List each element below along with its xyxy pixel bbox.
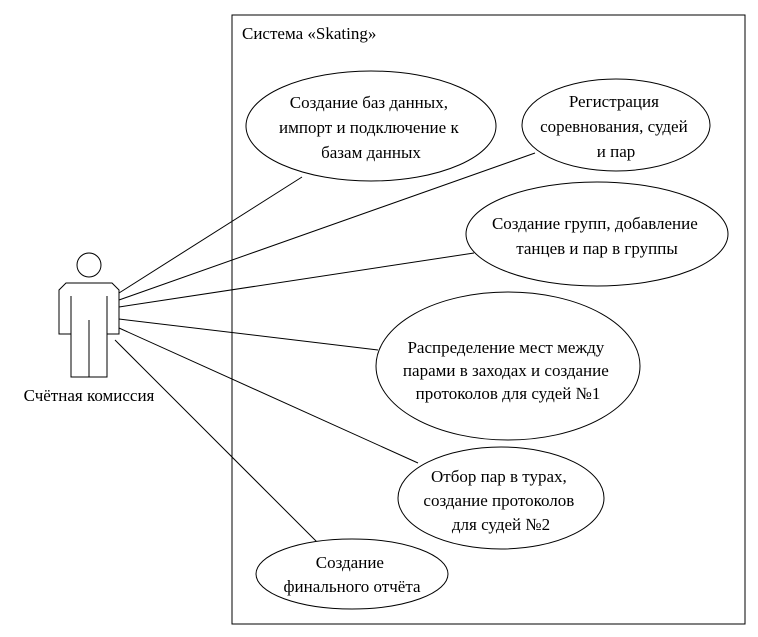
use-case-label-line: финального отчёта — [283, 577, 420, 596]
use-case-places: Распределение мест между парами в захода… — [375, 291, 641, 441]
use-case-databases: Создание баз данных, импорт и подключени… — [245, 70, 497, 182]
use-case-label: Распределение мест между парами в захода… — [403, 338, 613, 403]
use-case-groups: Создание групп, добавление танцев и пар … — [465, 181, 729, 287]
use-case-ellipse — [397, 446, 605, 550]
use-case-ellipse — [255, 538, 449, 610]
use-case-label-line: базам данных — [321, 143, 421, 162]
use-case-label-line: Создание — [316, 553, 384, 572]
use-case-label-line: создание протоколов — [423, 491, 574, 510]
use-case-label: Создание финального отчёта — [283, 553, 420, 596]
use-case-ellipse — [521, 78, 711, 172]
use-case-label-line: Регистрация — [569, 92, 659, 111]
use-case-label-line: для судей №2 — [452, 515, 550, 534]
use-case-label: Регистрация соревнования, судей и пар — [540, 92, 692, 161]
use-case-ellipse — [245, 70, 497, 182]
use-case-label-line: Отбор пар в турах, — [431, 467, 567, 486]
use-case-label-line: соревнования, судей — [540, 117, 688, 136]
association-groups — [118, 252, 475, 308]
association-places — [118, 318, 379, 351]
association-final-report — [114, 339, 319, 544]
association-selection — [118, 327, 419, 464]
use-case-selection: Отбор пар в турах, создание протоколов д… — [397, 446, 605, 550]
system-boundary — [231, 14, 746, 625]
use-case-final-report: Создание финального отчёта — [255, 538, 449, 610]
system-title: Система «Skating» — [242, 24, 376, 43]
use-case-label: Создание групп, добавление танцев и пар … — [492, 214, 702, 258]
association-databases — [118, 176, 303, 294]
associations — [114, 152, 536, 544]
actor-label: Счётная комиссия — [24, 386, 155, 405]
use-case-label-line: Создание групп, добавление — [492, 214, 698, 233]
use-case-label: Создание баз данных, импорт и подключени… — [279, 93, 463, 162]
use-case-label-line: Распределение мест между — [407, 338, 604, 357]
association-registration — [118, 152, 536, 301]
use-case-label-line: парами в заходах и создание — [403, 361, 609, 380]
use-case-label-line: протоколов для судей №1 — [416, 384, 601, 403]
use-case-label: Отбор пар в турах, создание протоколов д… — [423, 467, 578, 534]
actor-figure — [58, 252, 120, 378]
use-case-ellipse — [375, 291, 641, 441]
actor-head — [76, 252, 102, 278]
use-case-registration: Регистрация соревнования, судей и пар — [521, 78, 711, 172]
use-case-ellipse — [465, 181, 729, 287]
use-case-label-line: танцев и пар в группы — [516, 239, 678, 258]
use-case-label-line: Создание баз данных, — [290, 93, 448, 112]
use-case-label-line: импорт и подключение к — [279, 118, 459, 137]
use-case-label-line: и пар — [597, 142, 636, 161]
